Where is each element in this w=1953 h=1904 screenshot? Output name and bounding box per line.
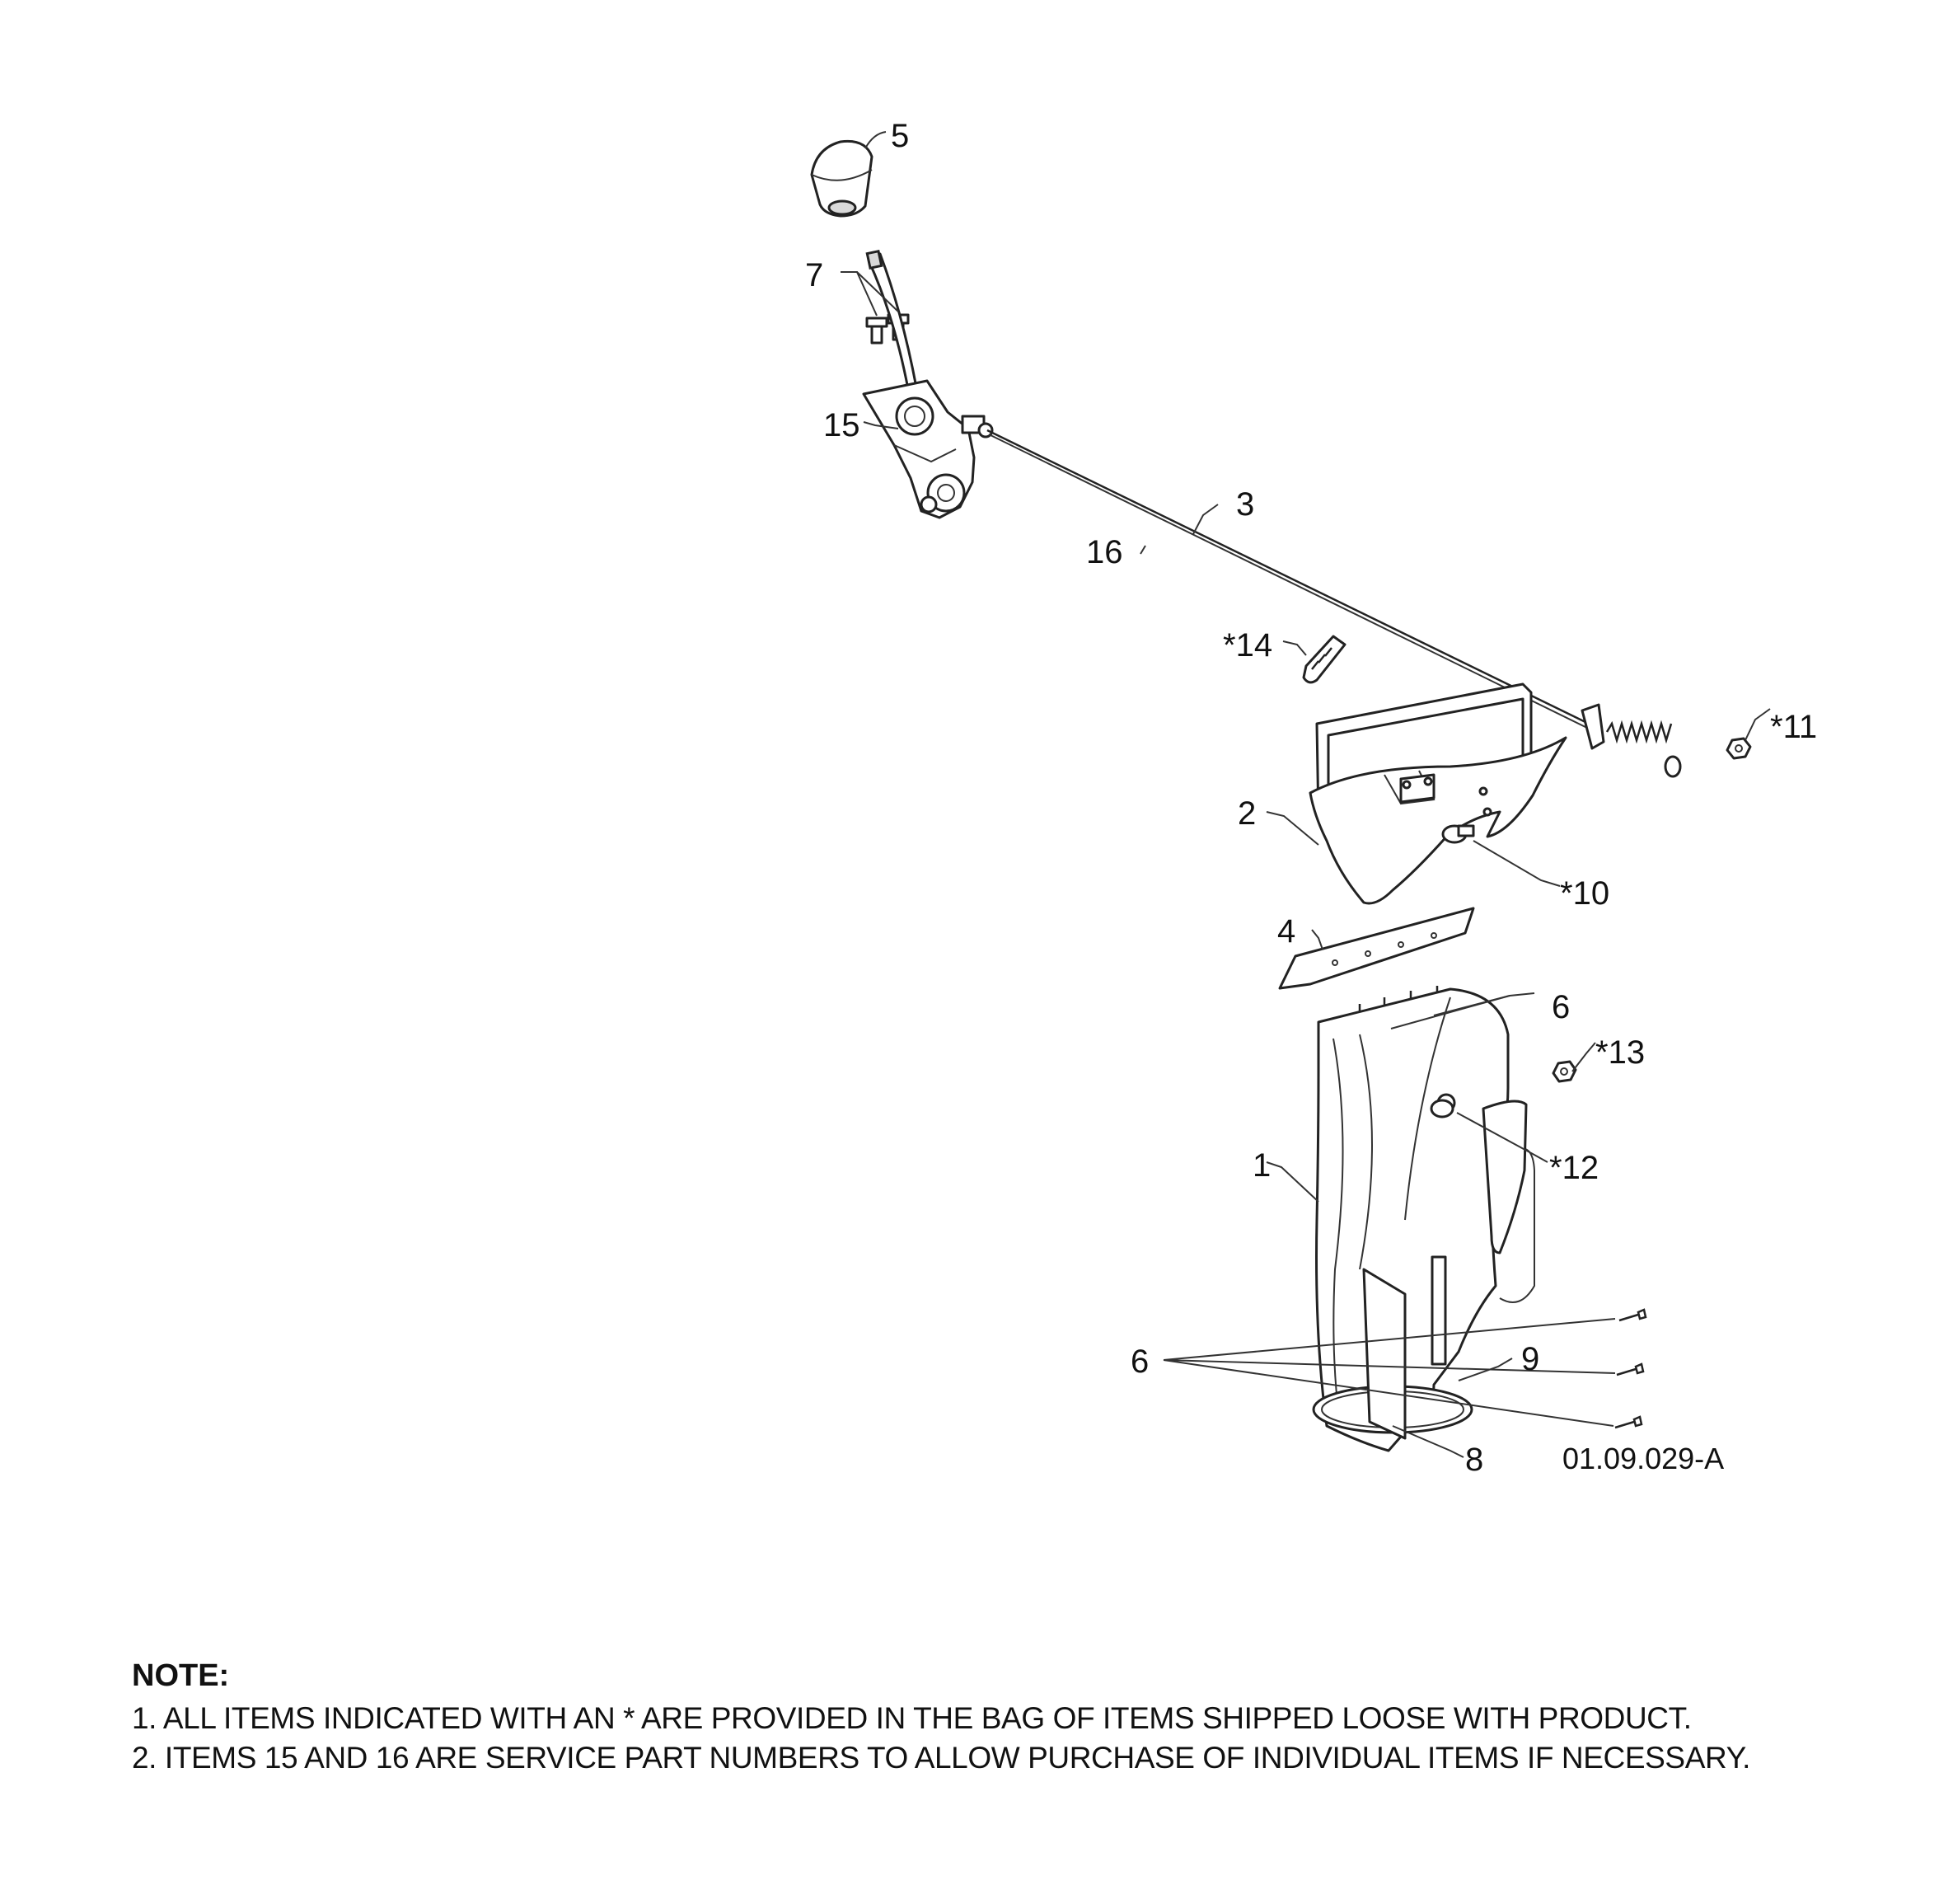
callout-13: *13: [1595, 1034, 1645, 1071]
part-deflector: [1309, 682, 1567, 905]
callout-14: *14: [1223, 627, 1272, 664]
callout-10: *10: [1560, 875, 1609, 912]
part-lever-bracket: [862, 379, 994, 519]
callout-15: 15: [823, 407, 860, 443]
part-strip: [1278, 907, 1475, 990]
callout-12: *12: [1549, 1150, 1599, 1186]
callout-6-left: 6: [1131, 1344, 1149, 1380]
callout-11: *11: [1770, 709, 1817, 745]
callout-6-top: 6: [1552, 989, 1570, 1025]
part-knob: [810, 139, 873, 218]
part-rivets-left: [1614, 1308, 1647, 1429]
callout-5: 5: [891, 118, 909, 154]
part-bolt-10: [1441, 824, 1475, 844]
part-cable-spring: [1581, 703, 1682, 778]
callout-9: 9: [1521, 1341, 1539, 1377]
callout-labels: 5 7 15 3 16 *14 *11 2 *10 4 6 *13 *12 1 …: [805, 118, 1817, 1478]
callout-8: 8: [1465, 1442, 1483, 1478]
part-bolt-12: [1430, 1099, 1454, 1118]
part-spring-clip: [1302, 635, 1346, 684]
notes-section: NOTE: 1. ALL ITEMS INDICATED WITH AN * A…: [132, 1658, 1904, 1778]
callout-2: 2: [1238, 795, 1256, 832]
note-line-1: 1. ALL ITEMS INDICATED WITH AN * ARE PRO…: [132, 1701, 1692, 1735]
callout-4: 4: [1277, 913, 1295, 950]
callout-3: 3: [1236, 486, 1254, 523]
part-nut-13: [1552, 1060, 1577, 1083]
drawing-number: 01.09.029-A: [1562, 1442, 1724, 1475]
callout-7: 7: [805, 257, 823, 293]
part-chute: [1315, 987, 1535, 1452]
part-cable: [986, 429, 1590, 729]
callout-16: 16: [1086, 534, 1123, 570]
part-nut-11: [1726, 737, 1752, 760]
note-line-2: 2. ITEMS 15 AND 16 ARE SERVICE PART NUMB…: [132, 1741, 1751, 1775]
notes-title: NOTE:: [132, 1658, 230, 1693]
leader-lines: [841, 131, 1771, 1458]
callout-1: 1: [1253, 1147, 1271, 1184]
part-plate: [1362, 1268, 1407, 1440]
